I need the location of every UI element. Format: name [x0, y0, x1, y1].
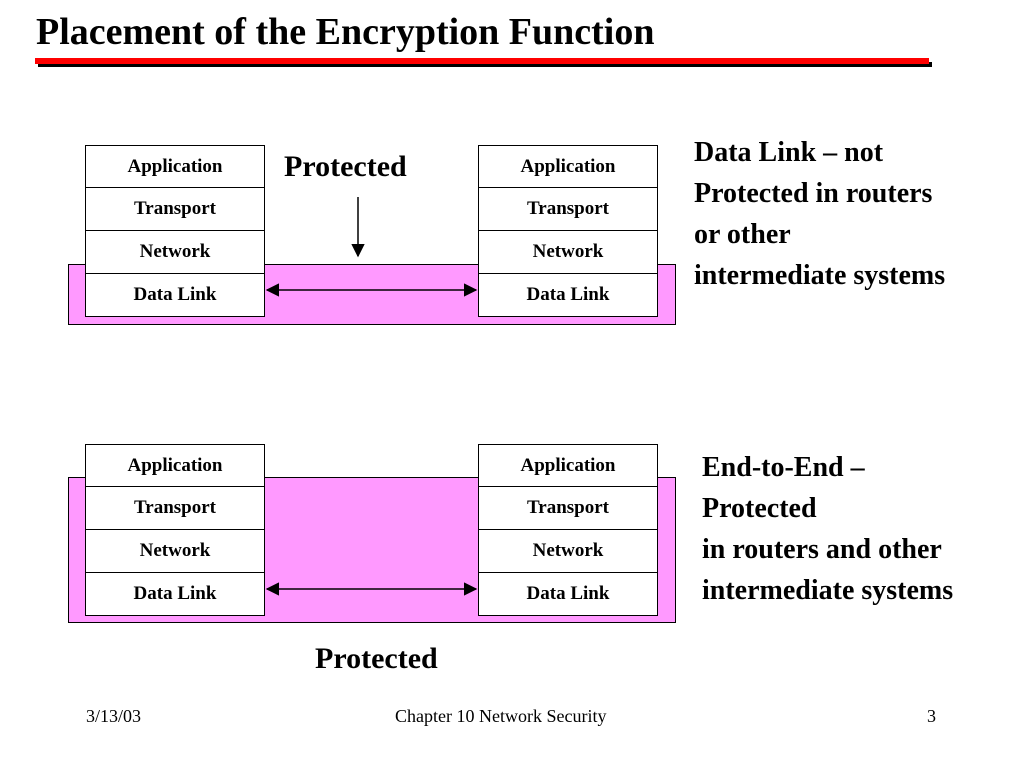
top-description-line-1: Data Link – not	[694, 137, 884, 168]
bottom-left-protocol-stack: Application Transport Network Data Link	[85, 444, 265, 616]
top-left-transport-layer: Transport	[85, 188, 265, 231]
bottom-right-transport-layer: Transport	[478, 487, 658, 530]
bottom-description-line-3: in routers and other	[702, 534, 942, 565]
bottom-protected-label: Protected	[315, 642, 438, 675]
top-right-application-layer: Application	[478, 145, 658, 188]
title-underline-shadow	[38, 62, 932, 67]
top-left-protocol-stack: Application Transport Network Data Link	[85, 145, 265, 317]
top-right-network-layer: Network	[478, 231, 658, 274]
top-right-protocol-stack: Application Transport Network Data Link	[478, 145, 658, 317]
top-description-line-3: or other	[694, 219, 791, 250]
top-left-data-link-layer: Data Link	[85, 274, 265, 317]
bottom-right-application-layer: Application	[478, 444, 658, 487]
bottom-left-network-layer: Network	[85, 530, 265, 573]
footer-chapter: Chapter 10 Network Security	[395, 706, 607, 726]
bottom-description-line-4: intermediate systems	[702, 575, 954, 606]
top-description-line-4: intermediate systems	[694, 260, 946, 291]
slide-title: Placement of the Encryption Function	[36, 11, 655, 53]
bottom-description-line-2: Protected	[702, 493, 817, 524]
bottom-description: End-to-End – Protected in routers and ot…	[702, 447, 953, 611]
title-underline	[35, 58, 929, 64]
top-right-transport-layer: Transport	[478, 188, 658, 231]
top-left-network-layer: Network	[85, 231, 265, 274]
bottom-right-network-layer: Network	[478, 530, 658, 573]
bottom-left-transport-layer: Transport	[85, 487, 265, 530]
top-right-data-link-layer: Data Link	[478, 274, 658, 317]
bottom-left-application-layer: Application	[85, 444, 265, 487]
bottom-right-protocol-stack: Application Transport Network Data Link	[478, 444, 658, 616]
footer-page-number: 3	[927, 706, 936, 726]
top-left-application-layer: Application	[85, 145, 265, 188]
footer-date: 3/13/03	[86, 706, 142, 726]
top-protected-label: Protected	[284, 150, 407, 183]
bottom-description-line-1: End-to-End –	[702, 452, 865, 483]
bottom-left-data-link-layer: Data Link	[85, 573, 265, 616]
top-description: Data Link – not Protected in routers or …	[694, 132, 945, 296]
top-description-line-2: Protected in routers	[694, 178, 933, 209]
bottom-right-data-link-layer: Data Link	[478, 573, 658, 616]
